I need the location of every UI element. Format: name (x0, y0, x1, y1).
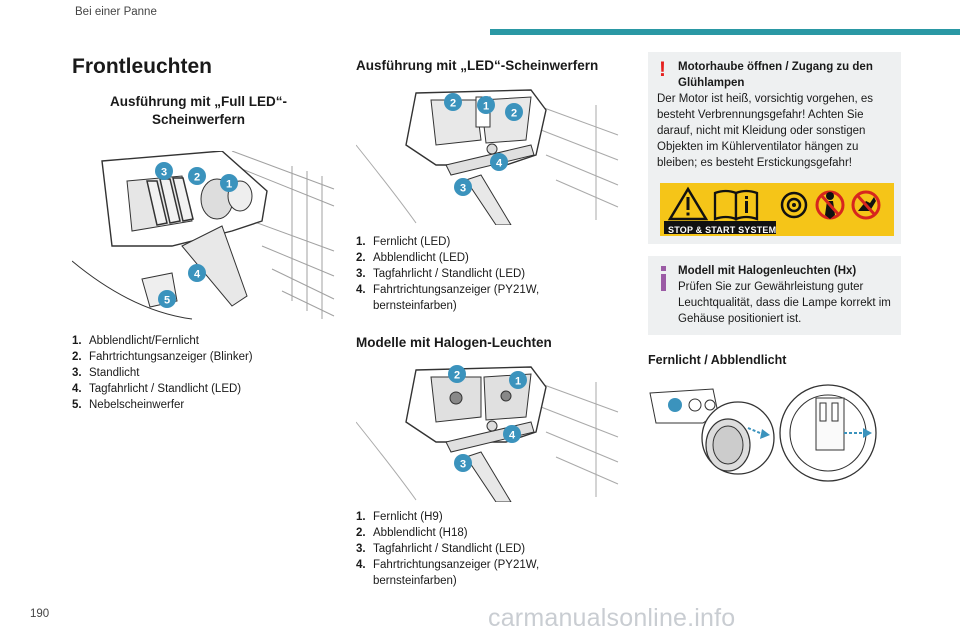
full-led-legend: 1.Abblendlicht/Fernlicht 2.Fahrtrichtung… (72, 333, 337, 413)
legend-item: 4.Tagfahrlicht / Standlicht (LED) (72, 383, 242, 395)
warning-body: Der Motor ist heiß, vorsichtig vorgehen,… (657, 93, 874, 169)
info-title-row: Modell mit Halogenleuchten (Hx) (657, 263, 892, 291)
page-number: 190 (30, 608, 50, 620)
info-icon (661, 266, 666, 291)
warning-pictograms (664, 186, 881, 234)
legend-item: 2.Abblendlicht (LED) (356, 252, 469, 264)
callout-3: 3 (161, 167, 167, 179)
legend-item: 4.Fahrtrichtungsanzeiger (PY21W, bernste… (356, 559, 540, 587)
legend-item: 1.Fernlicht (H9) (356, 511, 443, 523)
halogen-headlight-illustration: 2 1 4 3 (356, 362, 621, 502)
legend-item: 3.Tagfahrlicht / Standlicht (LED) (356, 543, 526, 555)
page-title: Frontleuchten (72, 55, 212, 78)
warning-box: ! Motorhaube öffnen / Zugang zu den Glüh… (648, 52, 901, 244)
legend-item: 5.Nebelscheinwerfer (72, 399, 185, 411)
callout-4: 4 (194, 269, 201, 281)
callout-3: 3 (460, 183, 466, 195)
led-subtitle: Ausführung mit „LED“-Scheinwerfern (356, 58, 599, 73)
callout-4: 4 (496, 158, 503, 170)
column-led-halogen: Ausführung mit „LED“-Scheinwerfern 2 1 2… (356, 57, 621, 589)
led-headlight-illustration: 2 1 2 4 3 (356, 85, 621, 225)
high-low-beam-heading: Fernlicht / Abblendlicht (648, 353, 787, 367)
warning-title: Motorhaube öffnen / Zugang zu den Glühla… (678, 61, 873, 89)
full-led-headlight-drawing: 3 2 1 4 5 (72, 151, 335, 320)
callout-5: 5 (164, 295, 170, 307)
legend-item: 3.Standlicht (72, 367, 140, 379)
exclamation-warning-icon: ! (659, 58, 666, 81)
legend-item: 1.Abblendlicht/Fernlicht (72, 335, 199, 347)
legend-item: 2.Abblendlicht (H18) (356, 527, 468, 539)
callout-2-right: 2 (511, 108, 517, 120)
halogen-subtitle: Modelle mit Halogen-Leuchten (356, 335, 552, 350)
callout-group: 3 2 1 4 5 (155, 162, 238, 308)
led-legend: 1.Fernlicht (LED) 2.Abblendlicht (LED) 3… (356, 234, 621, 314)
callout-1: 1 (515, 376, 521, 388)
callout-1: 1 (226, 179, 232, 191)
column-full-led: Frontleuchten Ausführung mit „Full LED“-… (72, 55, 337, 413)
hazard-triangle-icon (667, 186, 709, 221)
running-header: Bei einer Panne (75, 6, 157, 18)
no-tie-icon (815, 190, 845, 220)
halogen-headlight-drawing: 2 1 4 3 (356, 365, 619, 502)
legend-item: 3.Tagfahrlicht / Standlicht (LED) (356, 268, 526, 280)
manual-book-icon (713, 189, 759, 221)
callout-3: 3 (460, 459, 466, 471)
info-body: Prüfen Sie zur Gewährleistung guter Leuc… (678, 281, 891, 325)
callout-2: 2 (194, 172, 200, 184)
stop-start-label: STOP & START SYSTEM (668, 225, 777, 235)
warning-pictogram-banner: STOP & START SYSTEM (660, 183, 894, 236)
led-headlight-drawing: 2 1 2 4 3 (356, 89, 619, 225)
info-box: Modell mit Halogenleuchten (Hx) Prüfen S… (648, 256, 901, 335)
callout-1: 1 (483, 101, 489, 113)
info-title: Modell mit Halogenleuchten (Hx) (678, 265, 857, 277)
warning-title-row: ! Motorhaube öffnen / Zugang zu den Glüh… (657, 59, 892, 91)
full-led-subtitle: Ausführung mit „Full LED“-Scheinwerfern (110, 94, 287, 127)
full-led-headlight-illustration: 3 2 1 4 5 (72, 151, 337, 321)
halogen-legend: 1.Fernlicht (H9) 2.Abblendlicht (H18) 3.… (356, 509, 621, 589)
column-notes: ! Motorhaube öffnen / Zugang zu den Glüh… (648, 52, 901, 483)
header-accent-bar (490, 29, 960, 35)
legend-item: 4.Fahrtrichtungsanzeiger (PY21W, bernste… (356, 284, 540, 312)
legend-item: 1.Fernlicht (LED) (356, 236, 451, 248)
no-hand-icon (851, 190, 881, 220)
legend-item: 2.Fahrtrichtungsanzeiger (Blinker) (72, 351, 253, 363)
callout-2-left: 2 (450, 98, 456, 110)
callout-2: 2 (454, 370, 460, 382)
callout-4: 4 (509, 430, 516, 442)
watermark: carmanualsonline.info (488, 604, 736, 632)
fan-hazard-icon (780, 191, 808, 219)
bulb-removal-illustration (648, 383, 888, 483)
bulb-removal-drawing (649, 384, 877, 482)
